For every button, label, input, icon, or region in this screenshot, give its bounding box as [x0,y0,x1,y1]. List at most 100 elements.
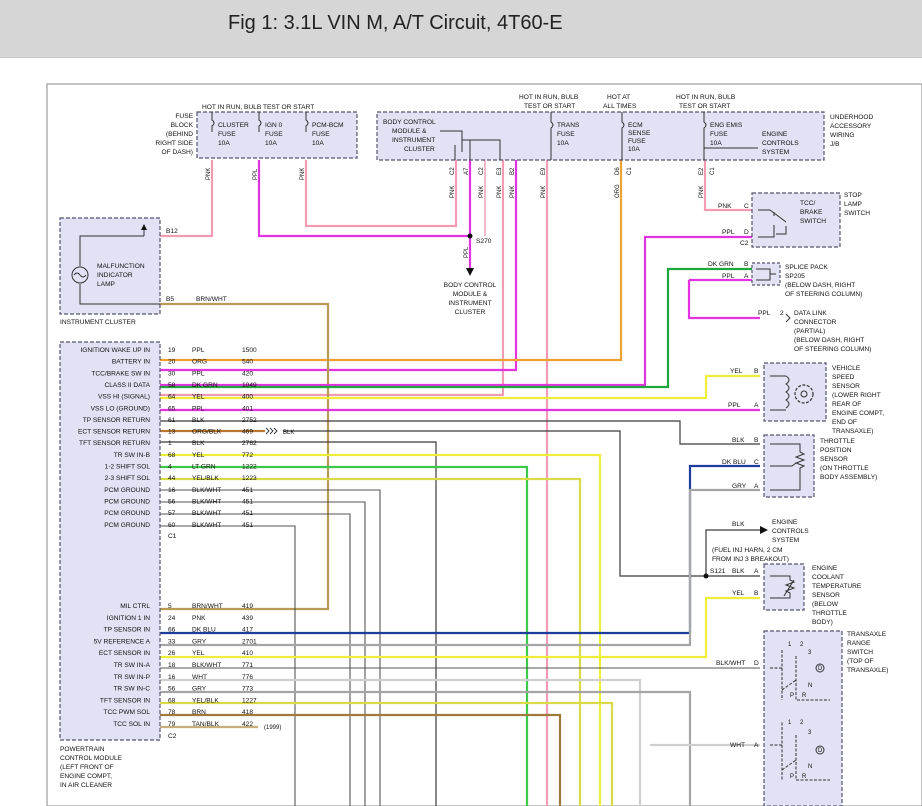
pcm-wire-color: PNK [192,615,206,622]
svg-text:SWITCH: SWITCH [800,218,826,225]
pcm-pin-number: 65 [168,405,176,412]
svg-text:(TOP OF: (TOP OF [847,658,874,665]
wire-brn-tccpwm [160,713,562,806]
pcm-pin-label: ECT SENSOR IN [99,650,150,657]
svg-text:C2: C2 [479,167,485,175]
svg-text:10A: 10A [710,140,722,147]
pcm-pin-label: TCC SOL IN [113,721,150,728]
svg-text:HOT AT: HOT AT [607,94,630,101]
pcm-circuit-number: 451 [242,498,253,505]
pcm-label: POWERTRAIN CONTROL MODULE (LEFT FRONT OF… [60,746,123,789]
wire-brnwht-mil [160,302,330,611]
pcm-pin-number: 30 [168,370,176,377]
svg-text:C1: C1 [710,167,716,175]
instrument-cluster [59,217,161,315]
svg-text:FUSE: FUSE [628,138,646,145]
bcm-internal-traces [440,130,501,160]
svg-text:C2: C2 [450,167,456,175]
pcm-wire-color: DK BLU [192,627,216,634]
svg-text:PNK: PNK [497,186,503,198]
svg-text:A7: A7 [464,167,470,175]
wire-blk-tft-ret [160,441,437,806]
pcm-pin-number: 16 [168,487,176,494]
svg-text:MALFUNCTION: MALFUNCTION [97,263,145,270]
svg-text:BODY ASSEMBLY): BODY ASSEMBLY) [820,474,877,481]
pcm-wire-color: YEL/BLK [192,475,219,482]
pcm-circuit-number: 2701 [242,638,257,645]
pcm-pin-label: TFT SENSOR IN [100,697,150,704]
wire-label-pnk-2: PNK [300,168,306,180]
tcc-brake-label: TCC/ BRAKE SWITCH [800,200,826,225]
mil-lamp-filament-icon [73,272,87,278]
wire-blkwht-gnd1 [160,489,381,806]
cluster-b5-wire: BRN/WHT [196,296,227,303]
note-1999: (1999) [264,725,281,731]
trs-switch-upper: 1 2 3 D N P R [770,642,830,701]
tps-resistor-icon [770,443,806,491]
wire-gry-5v [160,488,760,647]
svg-text:ENGINE: ENGINE [772,519,798,526]
pcm-pin-label: PCM GROUND [104,522,150,529]
fuse-trans: TRANS FUSE 10A [550,112,580,160]
pcm-pin-label: PCM GROUND [104,498,150,505]
pcm-wire-color: GRY [192,686,207,693]
wire-blk-tp-ret [160,420,760,445]
svg-text:(LEFT FRONT OF: (LEFT FRONT OF [60,764,114,771]
pcm-pin-label: VSS HI (SIGNAL) [98,394,150,401]
fuse-ign0: IGN 0 FUSE 10A [258,112,283,147]
vss-yel: YEL [730,368,743,375]
trs-label: TRANSAXLE RANGE SWITCH (TOP OF TRANSAXLE… [847,631,888,674]
svg-text:BLOCK: BLOCK [171,122,194,129]
splice-internal-icon [756,268,776,281]
tps-gry: GRY [732,483,747,490]
pcm-circuit-number: 417 [242,627,253,634]
pcm-wire-color: ORG [192,359,207,366]
pcm-wire-color: YEL [192,394,205,401]
dlc-connector-icon [785,313,791,323]
svg-text:ENG EMIS: ENG EMIS [710,122,743,129]
splice-s121-dot [703,573,709,579]
pcm-circuit-number: 1500 [242,347,257,354]
pcm-circuit-number: 422 [242,721,253,728]
svg-text:2: 2 [800,720,804,726]
svg-text:SWITCH: SWITCH [847,649,873,656]
svg-text:CLUSTER: CLUSTER [455,309,486,316]
wire-pnk-pcmbcm [304,160,458,228]
svg-text:D6: D6 [615,167,621,175]
svg-text:N: N [808,764,812,770]
pcm-pin-number: 1 [168,440,172,447]
stop-pin-c: C [744,203,749,210]
svg-text:C1: C1 [627,167,633,175]
pcm-pin-label: TR SW IN-A [114,662,151,669]
svg-text:ENGINE: ENGINE [762,131,788,138]
svg-text:P: P [790,774,794,780]
pcm-circuit-number: 1222 [242,464,257,471]
pcm-circuit-number: 401 [242,405,253,412]
wire-ppl-dlc [687,280,760,320]
svg-text:ENGINE COMPT,: ENGINE COMPT, [832,410,884,417]
hot-in-run-label: HOT IN RUN, BULB TEST OR START [202,104,314,111]
pcm-pin-label: IGNITION WAKE UP IN [80,347,150,354]
trs-switch-lower: 1 2 3 D N P R [770,720,830,781]
pcm-pin-label: TP SENSOR RETURN [83,417,151,424]
svg-text:SPLICE PACK: SPLICE PACK [785,264,828,271]
pcm-wire-color: DK GRN [192,382,218,389]
pcm-pin-label: TFT SENSOR RETURN [79,440,150,447]
pcm-pin-label: TCC PWM SOL [103,709,150,716]
svg-text:OF DASH): OF DASH) [161,149,193,156]
pcm-pin-label: 5V REFERENCE A [94,638,151,645]
fuse-pcm-bcm: PCM-BCM FUSE 10A [305,112,344,147]
svg-text:TRANSAXLE): TRANSAXLE) [847,667,888,674]
pcm-pin-number: 68 [168,452,176,459]
splice-s121: S121 [710,568,726,575]
pcm-wire-color: ORG/BLK [192,429,222,436]
svg-text:E2: E2 [699,167,705,175]
ecs-blk: BLK [732,521,745,528]
pcm-wire-color: BLK [192,417,205,424]
trs-wht: WHT [730,742,745,749]
pcm-circuit-number: 439 [242,615,253,622]
splice-ppl: PPL [722,273,735,280]
svg-text:SYSTEM: SYSTEM [762,149,789,156]
cluster-pin-b5: B5 [166,296,174,303]
stop-ppl: PPL [722,229,735,236]
